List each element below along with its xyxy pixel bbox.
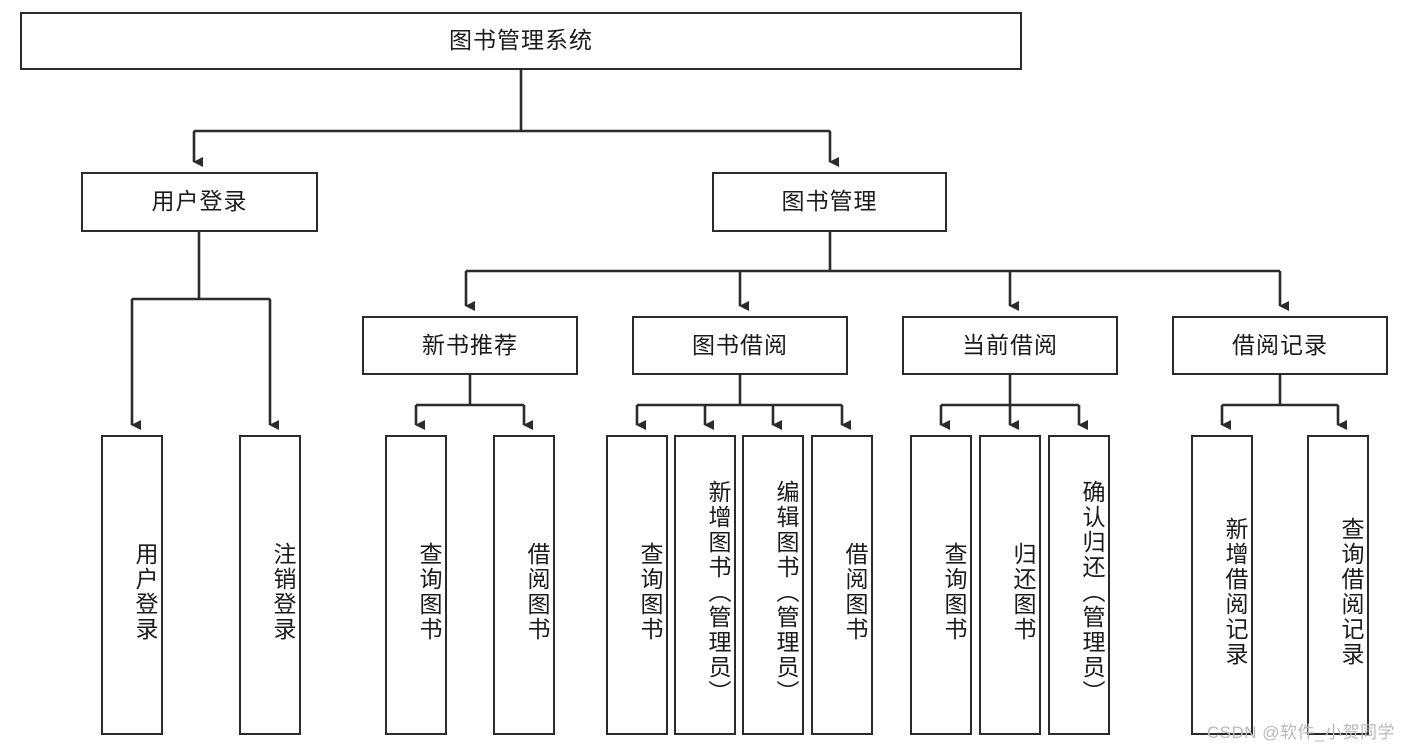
node-leaf-borrow-book-2[interactable]: 借阅图书 <box>811 435 873 735</box>
node-new-book-recommend[interactable]: 新书推荐 <box>362 316 578 375</box>
node-root-system[interactable]: 图书管理系统 <box>20 12 1022 70</box>
node-label: 查询图书 <box>416 542 442 642</box>
node-label: 新书推荐 <box>422 331 518 358</box>
node-label: 新增图书（管理员） <box>705 479 731 705</box>
node-label: 图书管理系统 <box>449 27 593 54</box>
node-user-login[interactable]: 用户登录 <box>81 172 318 232</box>
node-leaf-add-record[interactable]: 新增借阅记录 <box>1191 435 1253 735</box>
node-leaf-query-book-2[interactable]: 查询图书 <box>606 435 668 735</box>
node-book-manage[interactable]: 图书管理 <box>712 172 947 232</box>
node-leaf-edit-book[interactable]: 编辑图书（管理员） <box>742 435 804 735</box>
node-label: 查询图书 <box>941 542 967 642</box>
node-leaf-query-book-3[interactable]: 查询图书 <box>910 435 972 735</box>
node-leaf-query-book-1[interactable]: 查询图书 <box>385 435 447 735</box>
node-leaf-return-book[interactable]: 归还图书 <box>979 435 1041 735</box>
node-leaf-user-login[interactable]: 用户登录 <box>101 435 163 735</box>
node-label: 注销登录 <box>270 542 296 642</box>
node-label: 当前借阅 <box>962 331 1058 358</box>
node-leaf-borrow-book-1[interactable]: 借阅图书 <box>493 435 555 735</box>
node-label: 确认归还（管理员） <box>1079 479 1105 705</box>
node-current-borrow[interactable]: 当前借阅 <box>902 316 1118 375</box>
node-leaf-query-record[interactable]: 查询借阅记录 <box>1307 435 1369 735</box>
node-label: 图书管理 <box>781 188 878 215</box>
node-label: 新增借阅记录 <box>1222 517 1248 667</box>
node-label: 借阅图书 <box>842 542 868 642</box>
node-label: 借阅图书 <box>524 542 550 642</box>
node-book-borrow[interactable]: 图书借阅 <box>632 316 848 375</box>
node-borrow-record[interactable]: 借阅记录 <box>1172 316 1388 375</box>
node-label: 借阅记录 <box>1232 331 1328 358</box>
node-leaf-add-book[interactable]: 新增图书（管理员） <box>674 435 736 735</box>
node-label: 用户登录 <box>151 188 248 215</box>
node-label: 查询借阅记录 <box>1338 517 1364 667</box>
node-leaf-logout-login[interactable]: 注销登录 <box>239 435 301 735</box>
node-label: 归还图书 <box>1010 542 1036 642</box>
node-leaf-confirm-return[interactable]: 确认归还（管理员） <box>1048 435 1110 735</box>
node-label: 用户登录 <box>132 542 158 642</box>
node-label: 图书借阅 <box>692 331 788 358</box>
node-label: 编辑图书（管理员） <box>773 479 799 705</box>
node-label: 查询图书 <box>637 542 663 642</box>
watermark-text: CSDN @软件_小贺同学 <box>1206 723 1395 742</box>
